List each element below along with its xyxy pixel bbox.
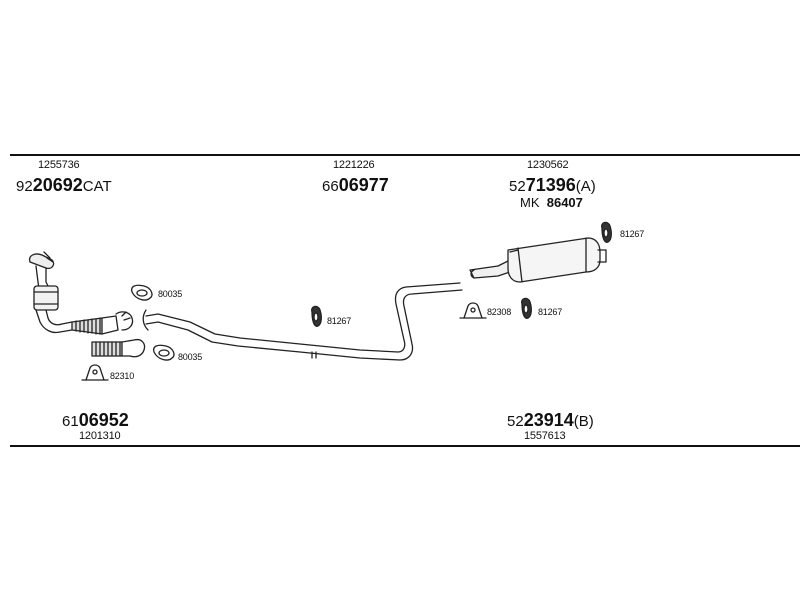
rear-part-bold: 71396 [525, 175, 576, 195]
lower-front-part-bold: 06952 [78, 410, 129, 430]
lower-front-part-prefix: 61 [62, 413, 79, 430]
front-part-number: 9220692CAT [16, 176, 112, 195]
gasket-upper-part [130, 284, 153, 301]
rear-silencer [469, 237, 607, 283]
lower-rear-part-number: 5223914(B) [507, 411, 594, 430]
gasket-upper-tag: 80035 [158, 289, 183, 299]
lower-front-ref-number: 1201310 [79, 430, 121, 442]
hanger-rear-upper-tag: 81267 [620, 229, 645, 239]
hanger-middle-tag: 81267 [327, 316, 352, 326]
hanger-rear-lower-part [521, 297, 532, 319]
lower-rear-part-bold: 23914 [523, 410, 574, 430]
front-part-bold: 20692 [32, 175, 83, 195]
lower-rear-part-suffix: (B) [573, 413, 594, 430]
catalytic-converter-assembly [28, 251, 73, 334]
lower-rear-part-prefix: 52 [507, 413, 524, 430]
rear-kit-label: MK [520, 195, 540, 210]
rear-kit-number: MK 86407 [520, 196, 583, 209]
gasket-lower-part [152, 344, 175, 361]
hanger-rear-upper-part [601, 221, 612, 243]
rear-ref-number: 1230562 [527, 159, 569, 171]
clamp-rear-tag: 82308 [487, 307, 512, 317]
rear-kit-value: 86407 [546, 195, 583, 210]
middle-part-bold: 06977 [338, 175, 389, 195]
middle-ref-number: 1221226 [333, 159, 375, 171]
front-part-prefix: 92 [16, 178, 33, 195]
hanger-rear-lower-tag: 81267 [538, 307, 563, 317]
flex-pipe-lower [91, 338, 146, 358]
rear-part-number: 5271396(A) [509, 176, 596, 195]
front-ref-number: 1255736 [38, 159, 80, 171]
lower-rear-ref-number: 1557613 [524, 430, 566, 442]
clamp-front-part [81, 364, 109, 381]
front-part-suffix: CAT [82, 178, 112, 195]
rear-part-prefix: 52 [509, 178, 526, 195]
hanger-middle-part [311, 305, 322, 327]
top-divider-line [10, 154, 800, 156]
middle-pipe [142, 282, 463, 361]
middle-part-number: 6606977 [322, 176, 389, 195]
rear-part-suffix: (A) [575, 178, 596, 195]
flex-pipe-upper [71, 311, 134, 335]
clamp-rear-part [459, 302, 487, 319]
gasket-lower-tag: 80035 [178, 352, 203, 362]
lower-front-part-number: 6106952 [62, 411, 129, 430]
clamp-front-tag: 82310 [110, 371, 135, 381]
bottom-divider-line [10, 445, 800, 447]
middle-part-prefix: 66 [322, 178, 339, 195]
